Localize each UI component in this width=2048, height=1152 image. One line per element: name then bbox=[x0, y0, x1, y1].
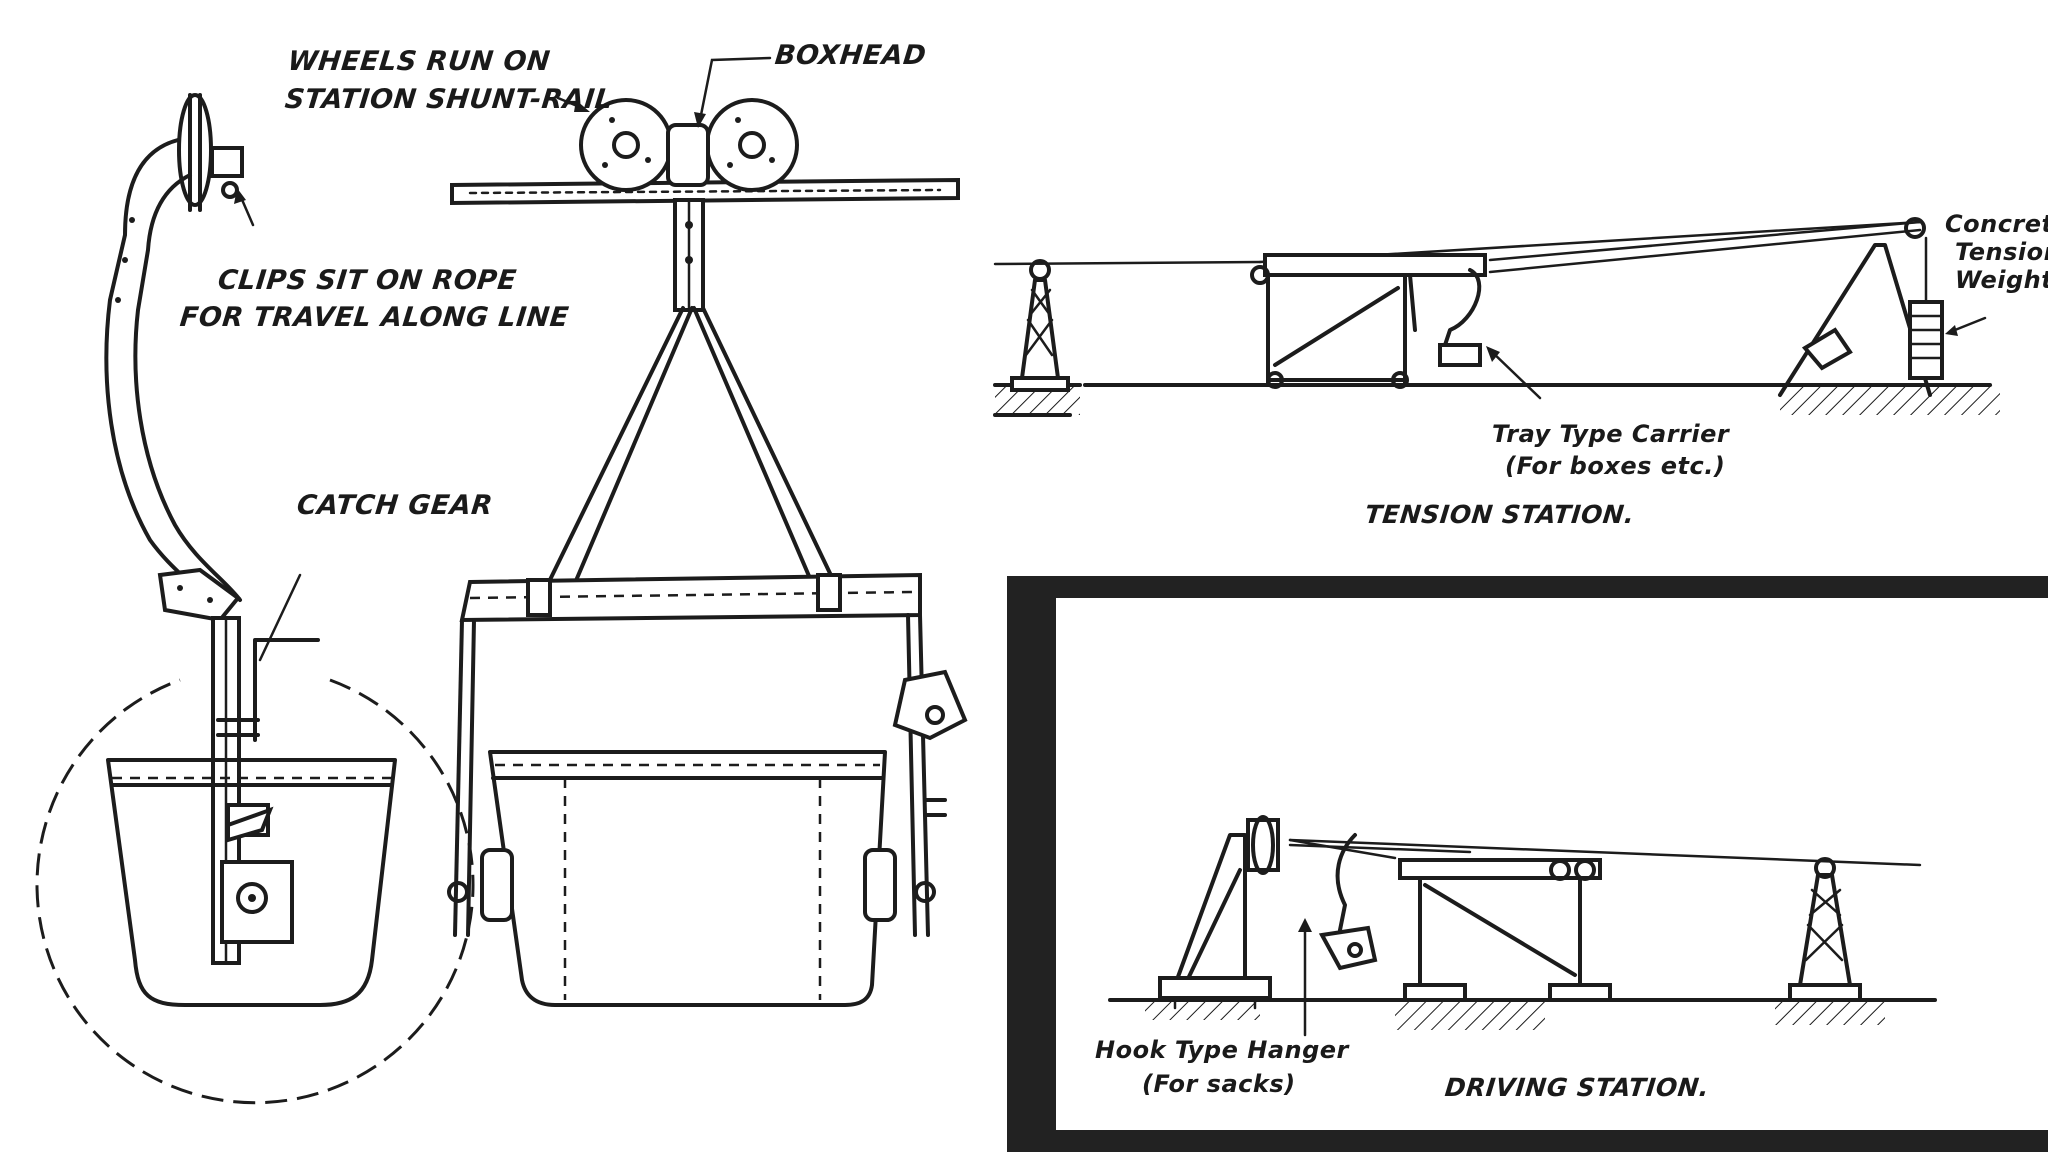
label-weight: Weight bbox=[1955, 266, 2048, 294]
label-concrete: Concrete bbox=[1945, 210, 2048, 238]
label-for-boxes: (For boxes etc.) bbox=[1505, 452, 1726, 480]
label-for-travel-along-line: FOR TRAVEL ALONG LINE bbox=[178, 302, 571, 333]
label-tension: Tension bbox=[1955, 238, 2048, 266]
label-catch-gear: CATCH GEAR bbox=[295, 490, 495, 521]
label-hook-type-hanger: Hook Type Hanger bbox=[1095, 1036, 1349, 1064]
tension-station-drawing bbox=[993, 217, 2000, 417]
label-tension-station: TENSION STATION. bbox=[1363, 500, 1636, 529]
label-wheels-run-on: WHEELS RUN ON bbox=[286, 46, 552, 77]
label-tray-type-carrier: Tray Type Carrier bbox=[1492, 420, 1730, 448]
label-driving-station: DRIVING STATION. bbox=[1443, 1073, 1711, 1102]
label-for-sacks: (For sacks) bbox=[1142, 1070, 1296, 1098]
label-boxhead: BOXHEAD bbox=[773, 40, 928, 71]
label-clips-sit-on-rope: CLIPS SIT ON ROPE bbox=[216, 265, 519, 296]
boxhead-carrier-front-view bbox=[447, 56, 968, 1007]
clip-carrier-side-view bbox=[35, 93, 475, 1105]
driving-station-drawing bbox=[1108, 815, 1937, 1037]
label-station-shunt-rail: STATION SHUNT-RAIL bbox=[283, 84, 615, 115]
